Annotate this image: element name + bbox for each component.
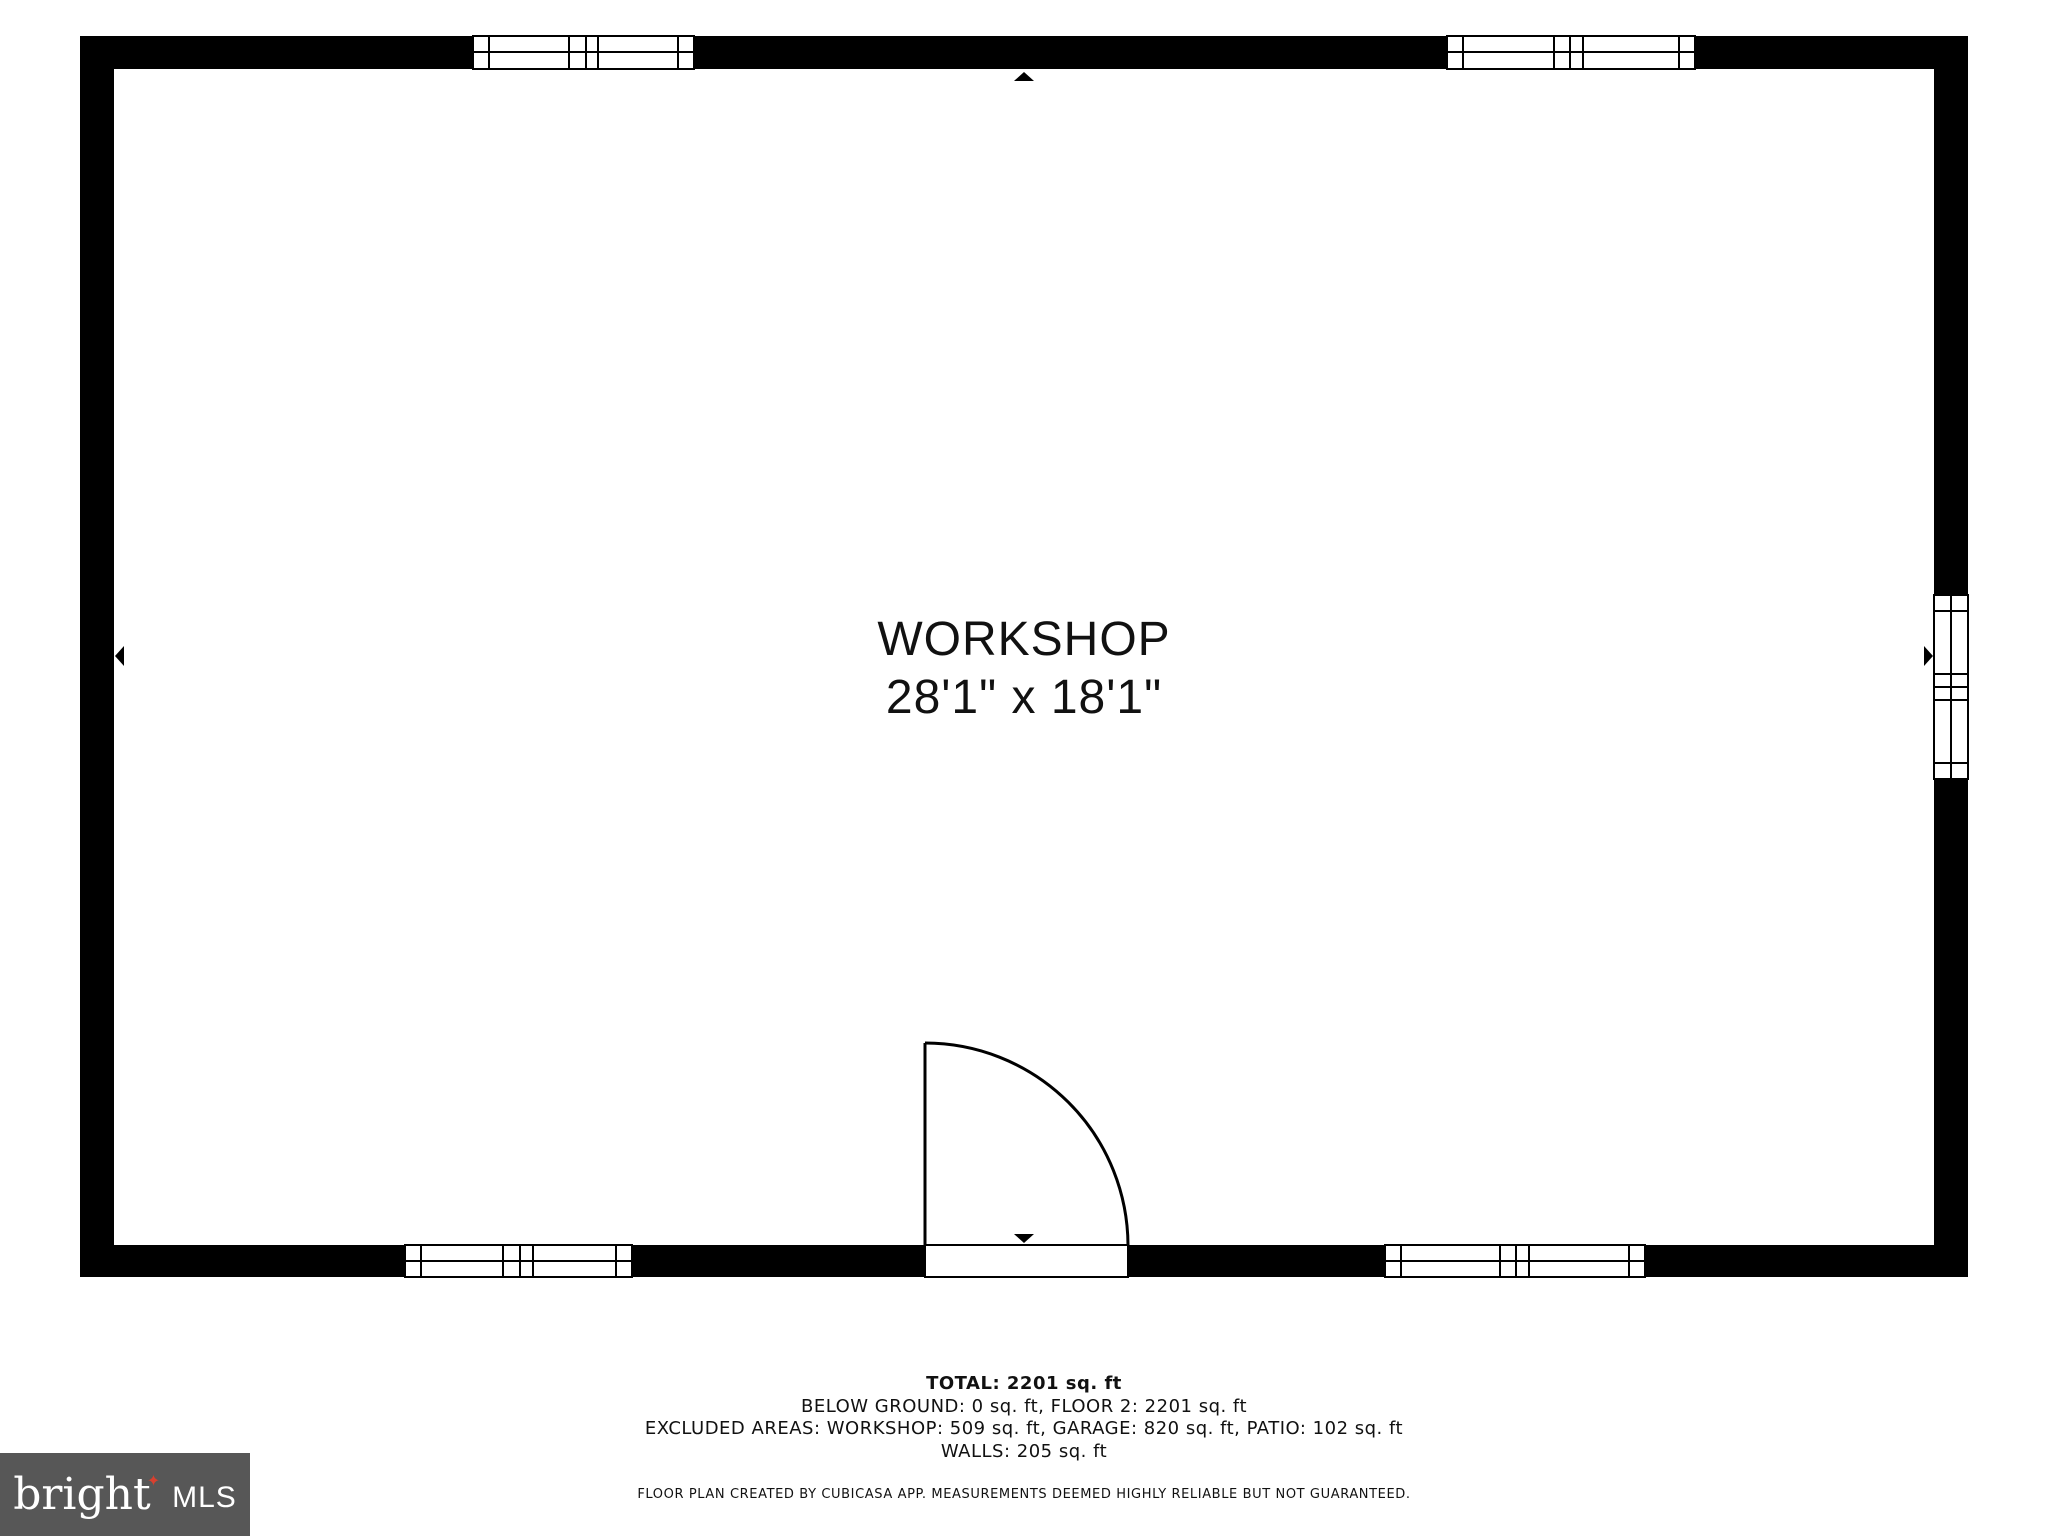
room-dimensions: 28'1" x 18'1" [885, 671, 1163, 724]
disclaimer: FLOOR PLAN CREATED BY CUBICASA APP. MEAS… [637, 1487, 1411, 1502]
window-top-right [1446, 35, 1696, 70]
marker-top [1014, 72, 1034, 81]
entry-door [923, 1041, 1130, 1278]
window-top-left [472, 35, 695, 70]
bright-mls-logo: bright ✦ MLS [0, 1453, 250, 1536]
room-name: WORKSHOP [877, 613, 1171, 666]
window-right [1933, 594, 1969, 780]
logo-word: bright [13, 1468, 151, 1520]
room-floor [114, 69, 1934, 1245]
marker-bottom [1014, 1234, 1034, 1243]
floor-breakdown: BELOW GROUND: 0 sq. ft, FLOOR 2: 2201 sq… [800, 1396, 1248, 1417]
total-area: TOTAL: 2201 sq. ft [926, 1373, 1122, 1394]
logo-mls: MLS [172, 1480, 237, 1514]
excluded-areas: EXCLUDED AREAS: WORKSHOP: 509 sq. ft, GA… [644, 1418, 1404, 1439]
window-bottom-left [404, 1244, 633, 1278]
marker-right [1924, 646, 1933, 666]
marker-left [115, 646, 124, 666]
logo-star-icon: ✦ [146, 1472, 161, 1490]
walls-area: WALLS: 205 sq. ft [940, 1441, 1108, 1462]
window-bottom-right [1384, 1244, 1646, 1278]
